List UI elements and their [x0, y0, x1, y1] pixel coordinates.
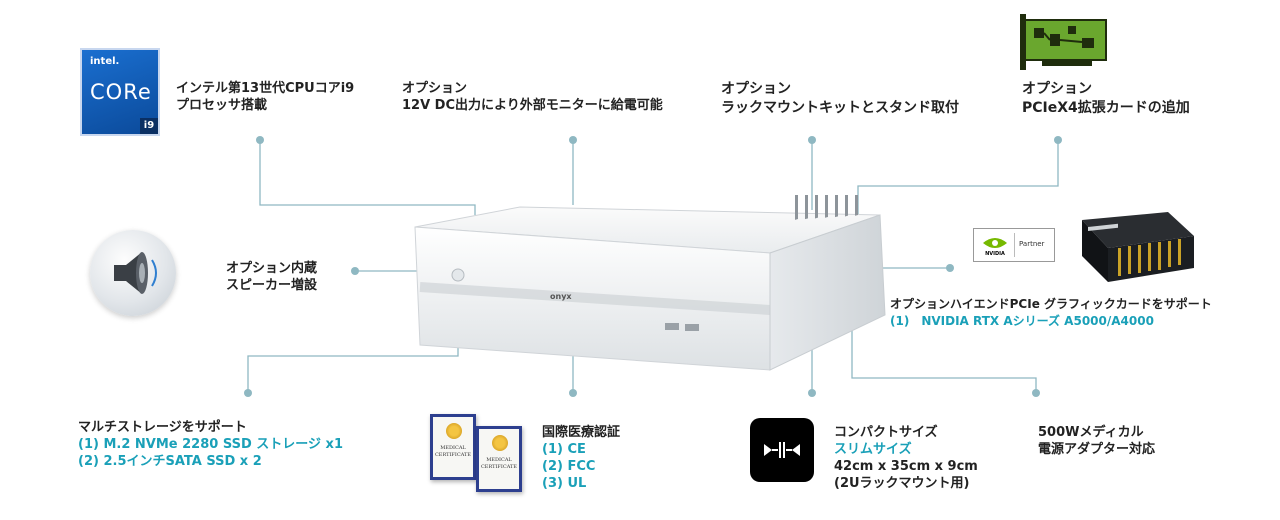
- storage-line-3: (2) 2.5インチSATA SSD x 2: [78, 454, 262, 469]
- certificate-seal-icon: [446, 423, 462, 439]
- nvidia-partner-text: Partner: [1019, 240, 1045, 248]
- certificate-text-line-1: MEDICAL: [486, 457, 512, 463]
- rack-line-1: オプション: [721, 81, 791, 97]
- power-line-1: 500Wメディカル: [1038, 425, 1144, 440]
- cpu-label: インテル第13世代CPUコアi9 プロセッサ搭載: [176, 80, 354, 114]
- pcie-line-2: PCIeX4拡張カードの追加: [1022, 100, 1190, 116]
- speaker-icon: [90, 230, 176, 316]
- certificate-text: MEDICAL CERTIFICATE: [479, 457, 519, 471]
- power-adapter-label: 500Wメディカル 電源アダプター対応: [1038, 424, 1155, 458]
- compact-line-4: (2Uラックマウント用): [834, 476, 970, 491]
- pcie-label: オプション PCIeX4拡張カードの追加: [1022, 80, 1190, 118]
- medical-certificate-icon: MEDICAL CERTIFICATE: [476, 426, 522, 492]
- gpu-label: オプションハイエンドPCIe グラフィックカードをサポート (1) NVIDIA…: [890, 296, 1212, 330]
- gpu-line-2: (1) NVIDIA RTX Aシリーズ A5000/A4000: [890, 314, 1154, 328]
- cert-line-3: (2) FCC: [542, 459, 596, 474]
- intel-core-text: CORe: [90, 80, 152, 104]
- compact-line-1: コンパクトサイズ: [834, 425, 938, 440]
- nvidia-brand-text: NVIDIA: [985, 251, 1005, 257]
- medical-certificate-icon: MEDICAL CERTIFICATE: [430, 414, 476, 480]
- compact-line-2: スリムサイズ: [834, 442, 912, 457]
- nvidia-partner-badge: NVIDIA Partner: [973, 228, 1055, 262]
- speaker-line-1: オプション内蔵: [226, 261, 318, 276]
- compact-line-3: 42cm x 35cm x 9cm: [834, 459, 978, 474]
- certificate-text: MEDICAL CERTIFICATE: [433, 445, 473, 459]
- certificate-text-line-2: CERTIFICATE: [434, 452, 472, 458]
- rack-line-2: ラックマウントキットとスタンド取付: [721, 100, 959, 116]
- cpu-line-2: プロセッサ搭載: [176, 98, 268, 113]
- storage-line-1: マルチストレージをサポート: [78, 420, 247, 435]
- dc-line-1: オプション: [402, 81, 468, 96]
- speaker-label: オプション内蔵 スピーカー増設: [226, 260, 317, 294]
- cert-line-2: (1) CE: [542, 442, 586, 457]
- storage-label: マルチストレージをサポート (1) M.2 NVMe 2280 SSD ストレー…: [78, 419, 343, 470]
- certificate-text-line-2: CERTIFICATE: [480, 464, 518, 470]
- unit-brand-text: onyx: [550, 292, 572, 301]
- intel-gen-text: i9: [140, 118, 158, 134]
- rackmount-label: オプション ラックマウントキットとスタンド取付: [721, 80, 959, 118]
- cert-line-4: (3) UL: [542, 476, 587, 491]
- nvidia-badge-divider: [1014, 233, 1015, 257]
- certification-label: 国際医療認証 (1) CE (2) FCC (3) UL: [542, 424, 620, 492]
- power-line-2: 電源アダプター対応: [1038, 442, 1156, 457]
- cpu-line-1: インテル第13世代CPUコアi9: [176, 81, 355, 96]
- certificate-seal-icon: [492, 435, 508, 451]
- intel-core-i9-badge: intel. CORe i9: [80, 48, 160, 136]
- intel-brand-text: intel.: [90, 56, 120, 67]
- pcie-line-1: オプション: [1022, 81, 1092, 97]
- storage-line-2: (1) M.2 NVMe 2280 SSD ストレージ x1: [78, 437, 343, 452]
- pcie-card-icon: [1020, 14, 1107, 70]
- speaker-line-2: スピーカー増設: [226, 278, 318, 293]
- nvidia-logo-icon: NVIDIA: [979, 233, 1011, 257]
- cert-line-1: 国際医療認証: [542, 425, 621, 440]
- gpu-line-1: オプションハイエンドPCIe グラフィックカードをサポート: [890, 297, 1212, 311]
- nvidia-rtx-gpu-card-image: [1082, 212, 1194, 282]
- compact-size-label: コンパクトサイズ スリムサイズ 42cm x 35cm x 9cm (2Uラック…: [834, 424, 978, 492]
- onyx-medical-pc-unit: onyx: [414, 195, 886, 371]
- compact-size-icon: [750, 418, 814, 482]
- dc-line-2: 12V DC出力により外部モニターに給電可能: [402, 98, 663, 113]
- dc-output-label: オプション 12V DC出力により外部モニターに給電可能: [402, 80, 663, 114]
- certificate-text-line-1: MEDICAL: [440, 445, 466, 451]
